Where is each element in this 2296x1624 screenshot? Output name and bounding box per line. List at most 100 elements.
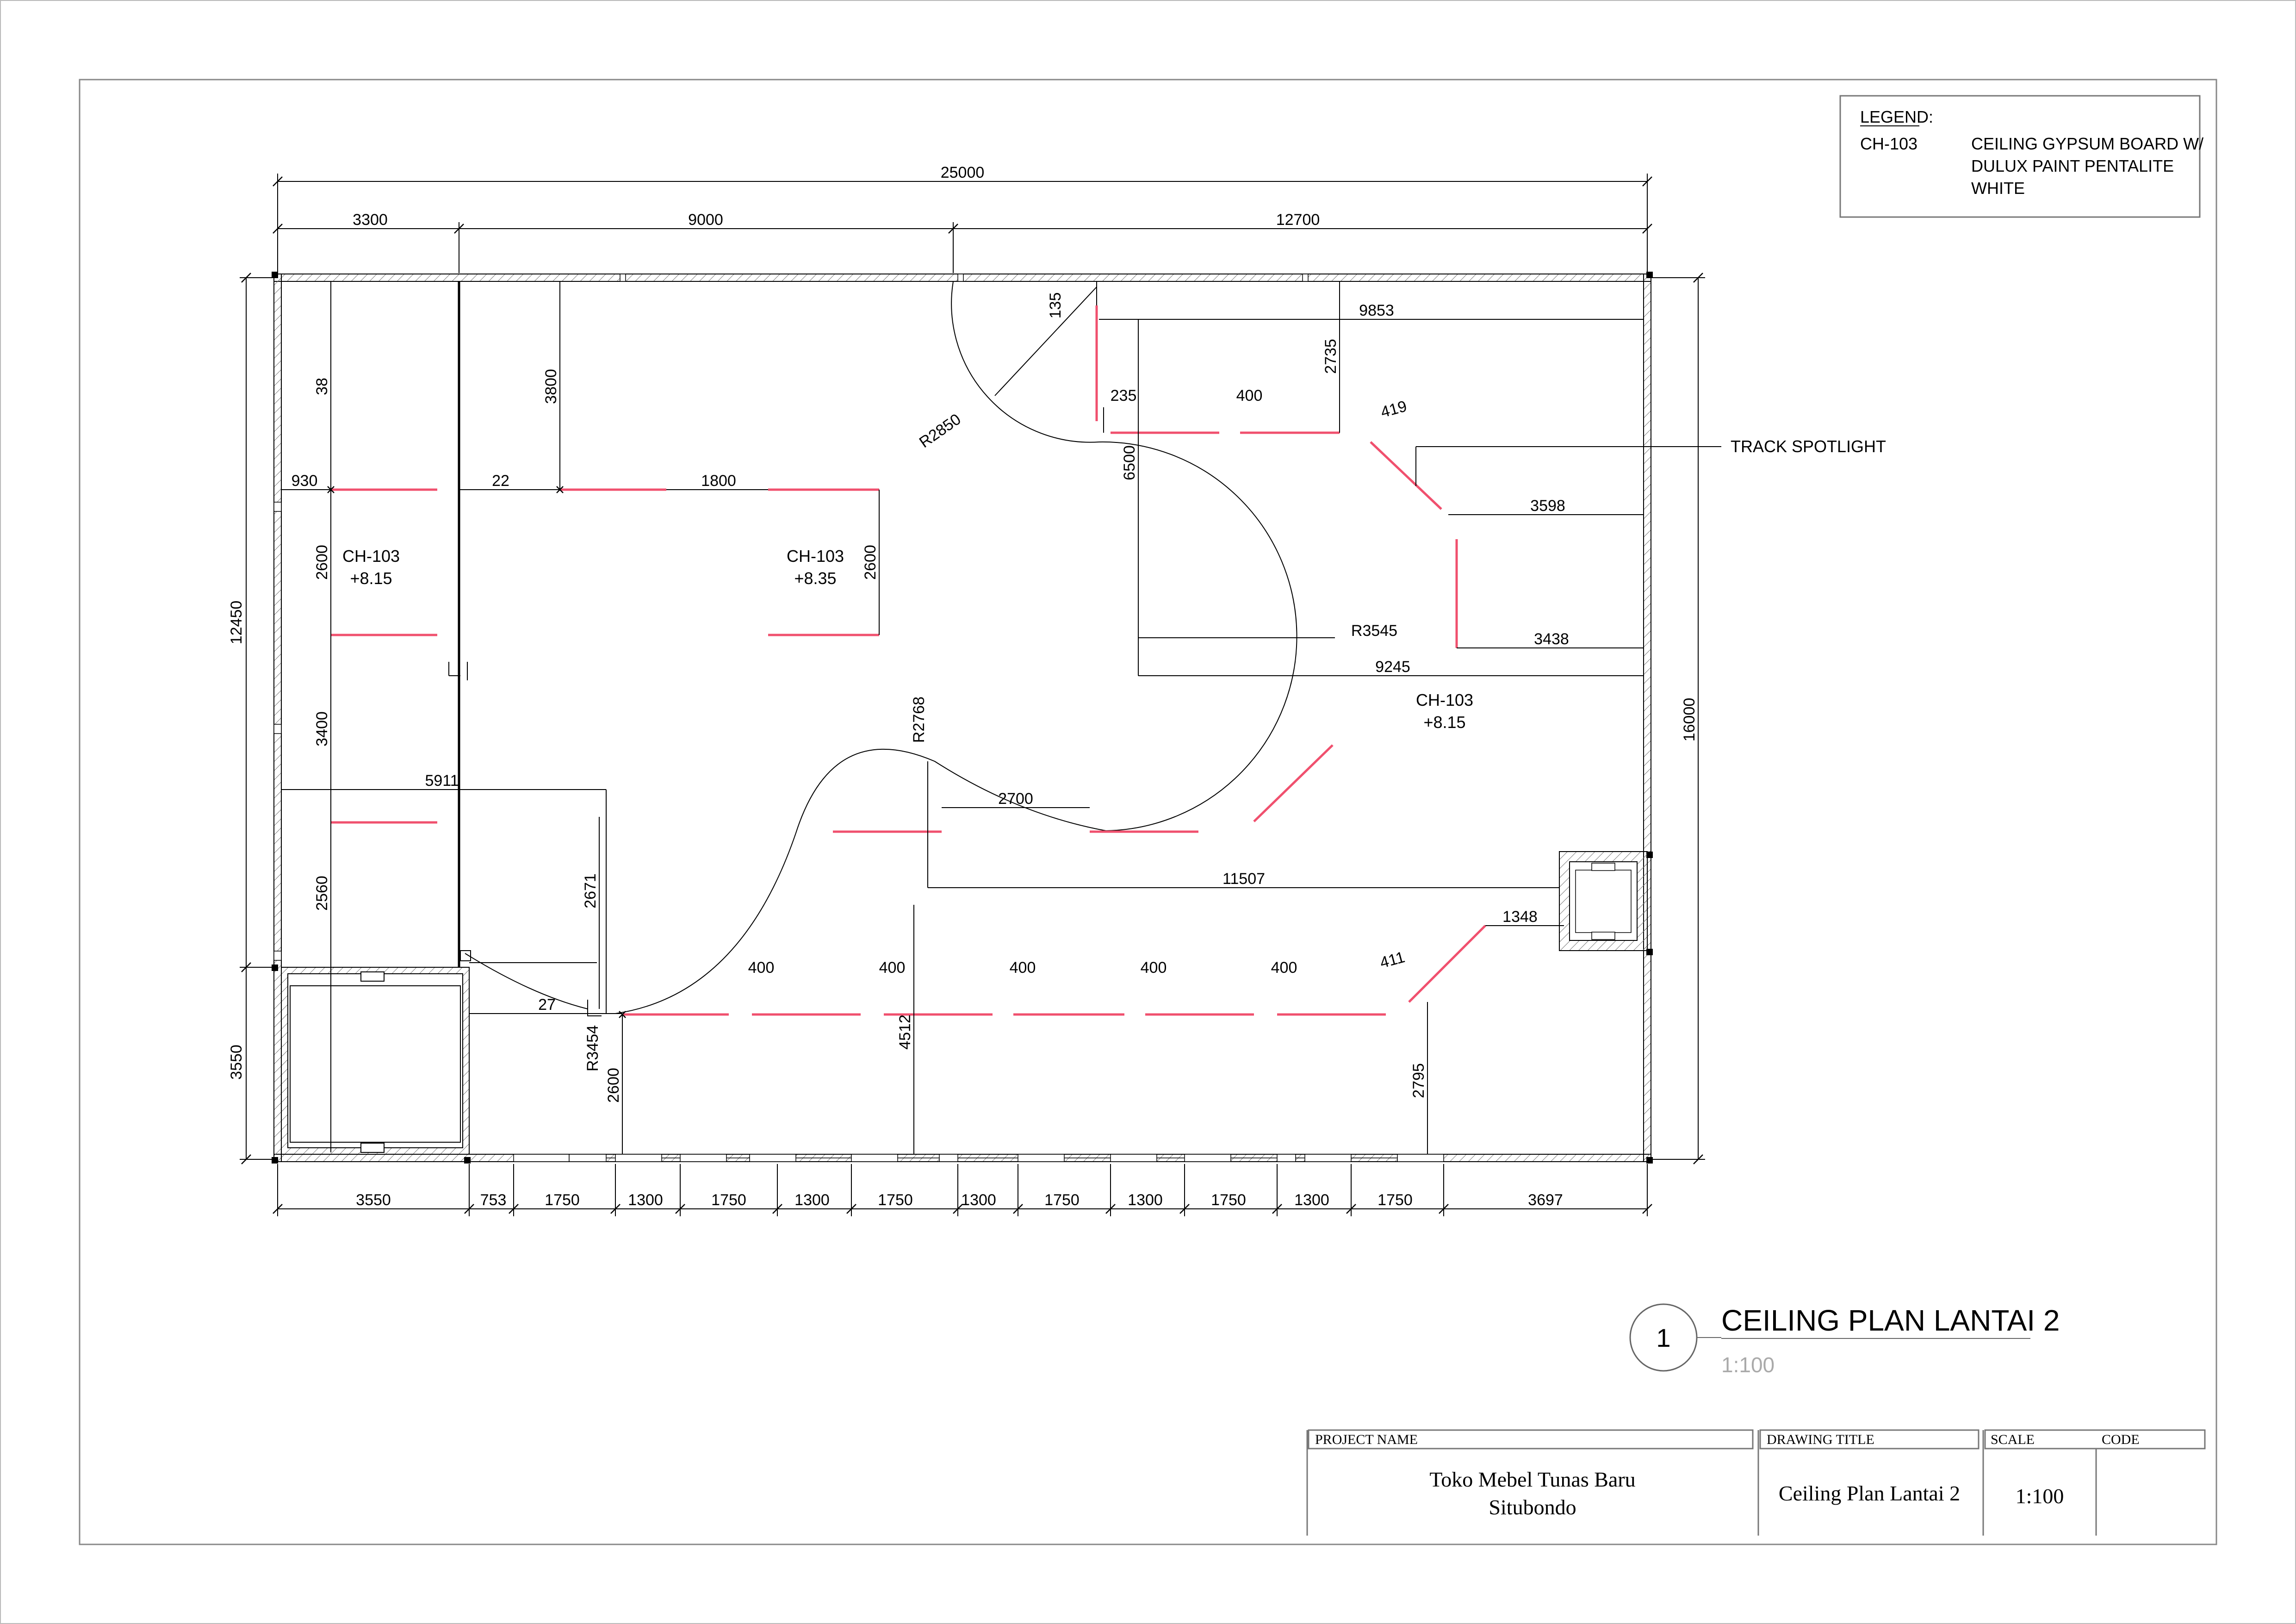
dim-9245: 9245 <box>1375 658 1410 676</box>
dim-5911: 5911 <box>425 772 459 790</box>
dim-400-b2: 400 <box>879 959 906 977</box>
ceiling-zone-labels: CH-103 +8.15 CH-103 +8.35 CH-103 +8.15 <box>342 547 1473 732</box>
corner-posts <box>272 272 1653 1164</box>
dim-bottom: 3550 <box>356 1191 391 1209</box>
callout-track-spotlight: TRACK SPOTLIGHT <box>1731 437 1886 456</box>
dim-400-b4: 400 <box>1141 959 1167 977</box>
wall-left <box>273 274 282 1162</box>
dim-3598: 3598 <box>1530 497 1565 515</box>
dim-bottom: 1750 <box>545 1191 580 1209</box>
dim-2600-low: 2600 <box>605 1068 622 1103</box>
lift-shaft <box>281 967 470 1155</box>
floor-plan: 25000 3300 9000 12700 3550 753 1750 1300… <box>228 164 1886 1216</box>
dim-400-b3: 400 <box>1010 959 1036 977</box>
left-wall-marks <box>273 502 282 961</box>
ceiling-edges <box>331 305 1486 1016</box>
dim-bottom: 3697 <box>1528 1191 1563 1209</box>
radius-r2768: R2768 <box>910 697 928 743</box>
dim-top-middle: 9000 <box>688 211 723 229</box>
dim-930: 930 <box>292 472 318 490</box>
dim-9853: 9853 <box>1359 302 1394 319</box>
zone-3-level: +8.15 <box>1423 713 1465 732</box>
project-name-line-2: Situbondo <box>1489 1495 1576 1519</box>
bottom-windows <box>513 1154 1444 1162</box>
dim-bottom: 1300 <box>961 1191 996 1209</box>
drawing-name: CEILING PLAN LANTAI 2 <box>1721 1304 2060 1337</box>
dim-3438: 3438 <box>1534 630 1569 648</box>
scale-value: 1:100 <box>2016 1484 2064 1508</box>
drawing-title: 1 CEILING PLAN LANTAI 2 1:100 <box>1629 1303 2060 1377</box>
zone-2-level: +8.35 <box>794 569 836 588</box>
dim-135: 135 <box>1047 292 1064 319</box>
dim-3800: 3800 <box>542 369 560 404</box>
dim-top-left: 3300 <box>353 211 388 229</box>
dim-22: 22 <box>492 472 509 490</box>
radius-r3454: R3454 <box>584 1025 602 1071</box>
dim-400-b5: 400 <box>1271 959 1297 977</box>
dim-2735: 2735 <box>1322 339 1340 374</box>
dim-2560: 2560 <box>313 876 331 911</box>
dim-2600-left: 2600 <box>313 545 331 580</box>
dim-2600-mid: 2600 <box>862 545 879 580</box>
outer-dimension-lines <box>240 174 1705 1216</box>
dim-6500: 6500 <box>1121 445 1138 480</box>
dim-1800: 1800 <box>701 472 736 490</box>
scale-label: SCALE <box>1991 1432 2035 1447</box>
dim-bottom: 1750 <box>1044 1191 1080 1209</box>
drawing-title-label: DRAWING TITLE <box>1767 1432 1874 1447</box>
drawing-number: 1 <box>1656 1323 1670 1352</box>
dim-400-top: 400 <box>1236 387 1263 404</box>
dim-bottom: 1300 <box>1128 1191 1163 1209</box>
legend-desc-3: WHITE <box>1971 179 2025 198</box>
drawing-scale: 1:100 <box>1721 1353 1775 1377</box>
dim-top-right: 12700 <box>1276 211 1320 229</box>
interior-dimension-lines <box>281 281 1721 1154</box>
dim-bottom: 753 <box>480 1191 507 1209</box>
dim-3400: 3400 <box>313 711 331 747</box>
zone-1-level: +8.15 <box>350 569 392 588</box>
dim-bottom: 1750 <box>1378 1191 1413 1209</box>
dim-bottom: 1750 <box>711 1191 746 1209</box>
legend-heading: LEGEND: <box>1860 107 1933 126</box>
door-symbols <box>448 662 602 1016</box>
dim-left-upper: 12450 <box>228 601 245 645</box>
zone-3-code: CH-103 <box>1416 691 1473 709</box>
zone-1-code: CH-103 <box>342 547 400 566</box>
dim-27: 27 <box>538 996 556 1014</box>
project-name-line-1: Toko Mebel Tunas Baru <box>1429 1468 1635 1491</box>
legend: LEGEND: CH-103 CEILING GYPSUM BOARD W/ D… <box>1839 95 2203 218</box>
code-label: CODE <box>2102 1432 2140 1447</box>
top-window-marks <box>620 274 1309 282</box>
sheet-frame <box>79 79 2217 1545</box>
dim-235: 235 <box>1111 387 1137 404</box>
wall-right <box>1643 274 1651 1162</box>
zone-2-code: CH-103 <box>787 547 844 566</box>
title-block: PROJECT NAME Toko Mebel Tunas Baru Situb… <box>1306 1429 2206 1536</box>
dim-2671: 2671 <box>582 873 599 908</box>
dim-bottom: 1300 <box>1294 1191 1329 1209</box>
column-right <box>1559 851 1648 951</box>
radius-r3545: R3545 <box>1351 622 1397 640</box>
drawing-title-value: Ceiling Plan Lantai 2 <box>1779 1481 1960 1505</box>
dim-bottom: 1300 <box>628 1191 663 1209</box>
dim-bottom: 1300 <box>794 1191 830 1209</box>
dim-bottom: 1750 <box>1211 1191 1246 1209</box>
dim-bottom: 1750 <box>878 1191 913 1209</box>
dim-top-overall: 25000 <box>941 164 985 181</box>
dim-1348: 1348 <box>1502 908 1538 926</box>
dim-2795: 2795 <box>1410 1063 1427 1098</box>
dim-400-b1: 400 <box>748 959 775 977</box>
legend-desc-1: CEILING GYPSUM BOARD W/ <box>1971 134 2203 153</box>
dimension-ticks <box>327 486 626 1018</box>
outer-ticks <box>241 176 1703 1214</box>
dim-right-overall: 16000 <box>1681 698 1698 742</box>
dim-11507: 11507 <box>1222 870 1265 888</box>
dim-2700: 2700 <box>998 790 1033 808</box>
project-name-label: PROJECT NAME <box>1315 1432 1418 1447</box>
ceiling-curves <box>465 281 1297 1154</box>
legend-code: CH-103 <box>1860 134 1917 153</box>
dim-left-lower: 3550 <box>228 1045 245 1080</box>
dims-bottom-chain: 3550 753 1750 1300 1750 1300 1750 1300 1… <box>356 1191 1563 1209</box>
